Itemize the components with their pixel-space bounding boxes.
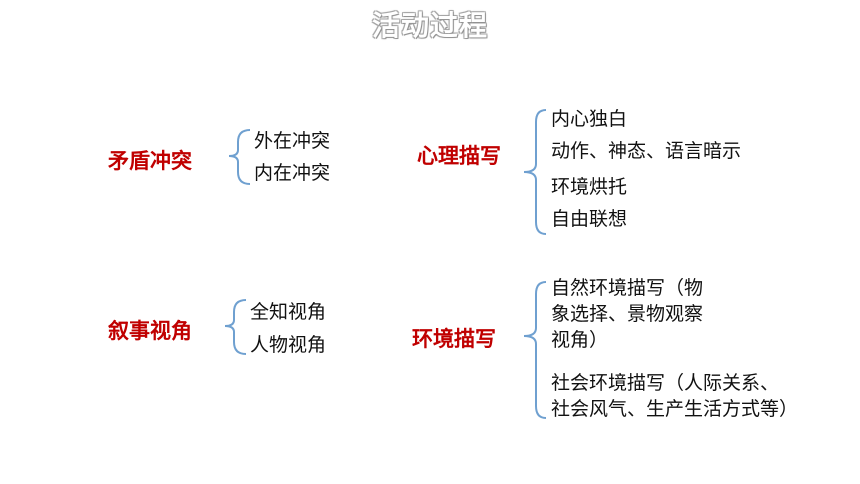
brace-psychology bbox=[523, 109, 547, 235]
heading-environment: 环境描写 bbox=[412, 327, 496, 351]
brace-conflict bbox=[228, 129, 251, 185]
heading-psychology: 心理描写 bbox=[417, 144, 501, 168]
item-conflict-2: 内在冲突 bbox=[254, 162, 331, 184]
heading-conflict: 矛盾冲突 bbox=[108, 149, 192, 173]
item-psychology-3: 环境烘托 bbox=[551, 176, 628, 198]
slide-title: 活动过程 bbox=[371, 9, 488, 42]
item-psychology-2: 动作、神态、语言暗示 bbox=[551, 140, 742, 162]
item-perspective-1: 全知视角 bbox=[250, 301, 327, 323]
item-perspective-2: 人物视角 bbox=[250, 334, 327, 356]
item-conflict-1: 外在冲突 bbox=[254, 130, 331, 152]
brace-perspective bbox=[224, 299, 247, 355]
heading-perspective: 叙事视角 bbox=[108, 319, 192, 343]
item-psychology-1: 内心独白 bbox=[551, 108, 628, 130]
item-environment-natural: 自然环境描写（物 象选择、景物观察 视角） bbox=[551, 277, 704, 351]
item-environment-social: 社会环境描写（人际关系、 社会风气、生产生活方式等） bbox=[551, 372, 799, 420]
item-psychology-4: 自由联想 bbox=[551, 208, 628, 230]
brace-environment bbox=[523, 281, 547, 419]
